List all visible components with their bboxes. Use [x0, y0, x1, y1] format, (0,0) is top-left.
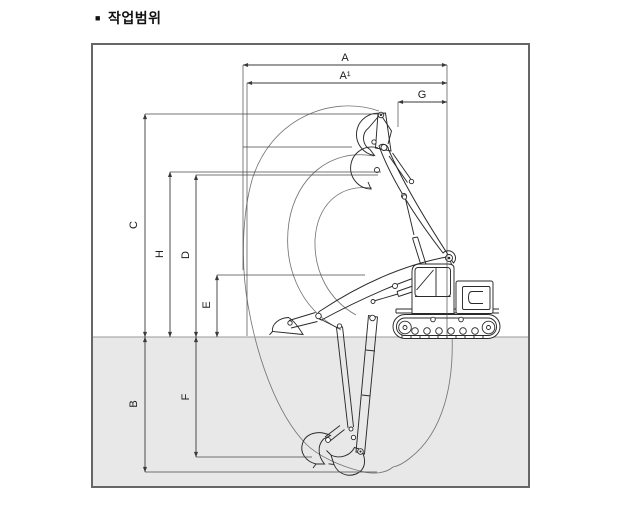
dim-label-f: F — [180, 393, 192, 400]
diagram-border — [91, 43, 530, 488]
excavator-boom-lowered — [269, 255, 453, 336]
dim-label-b: B — [128, 400, 140, 407]
working-envelope-arcs — [242, 105, 453, 474]
dim-label-e: E — [201, 301, 213, 308]
excavator-boom-raised — [350, 111, 456, 281]
dim-label-a1: A¹ — [340, 70, 351, 82]
dim-label-d: D — [180, 251, 192, 259]
dimension-labels: A A¹ G C H D E B F — [128, 52, 426, 408]
dim-label-a: A — [341, 52, 349, 64]
square-bullet-icon: ■ — [95, 13, 101, 23]
dim-label-h: H — [154, 250, 166, 258]
page-title-text: 작업범위 — [107, 10, 162, 26]
excavator-drawing — [269, 111, 501, 476]
excavator-body — [395, 263, 499, 314]
dim-label-g: G — [418, 89, 427, 101]
page-title: ■ 작업범위 — [95, 8, 161, 28]
dim-label-c: C — [128, 221, 140, 229]
excavator-arm-digging — [301, 314, 379, 476]
dimension-extension-lines — [145, 65, 448, 473]
excavator-tracks — [392, 314, 501, 339]
ground-area — [93, 337, 529, 487]
dimension-lines — [142, 62, 448, 473]
